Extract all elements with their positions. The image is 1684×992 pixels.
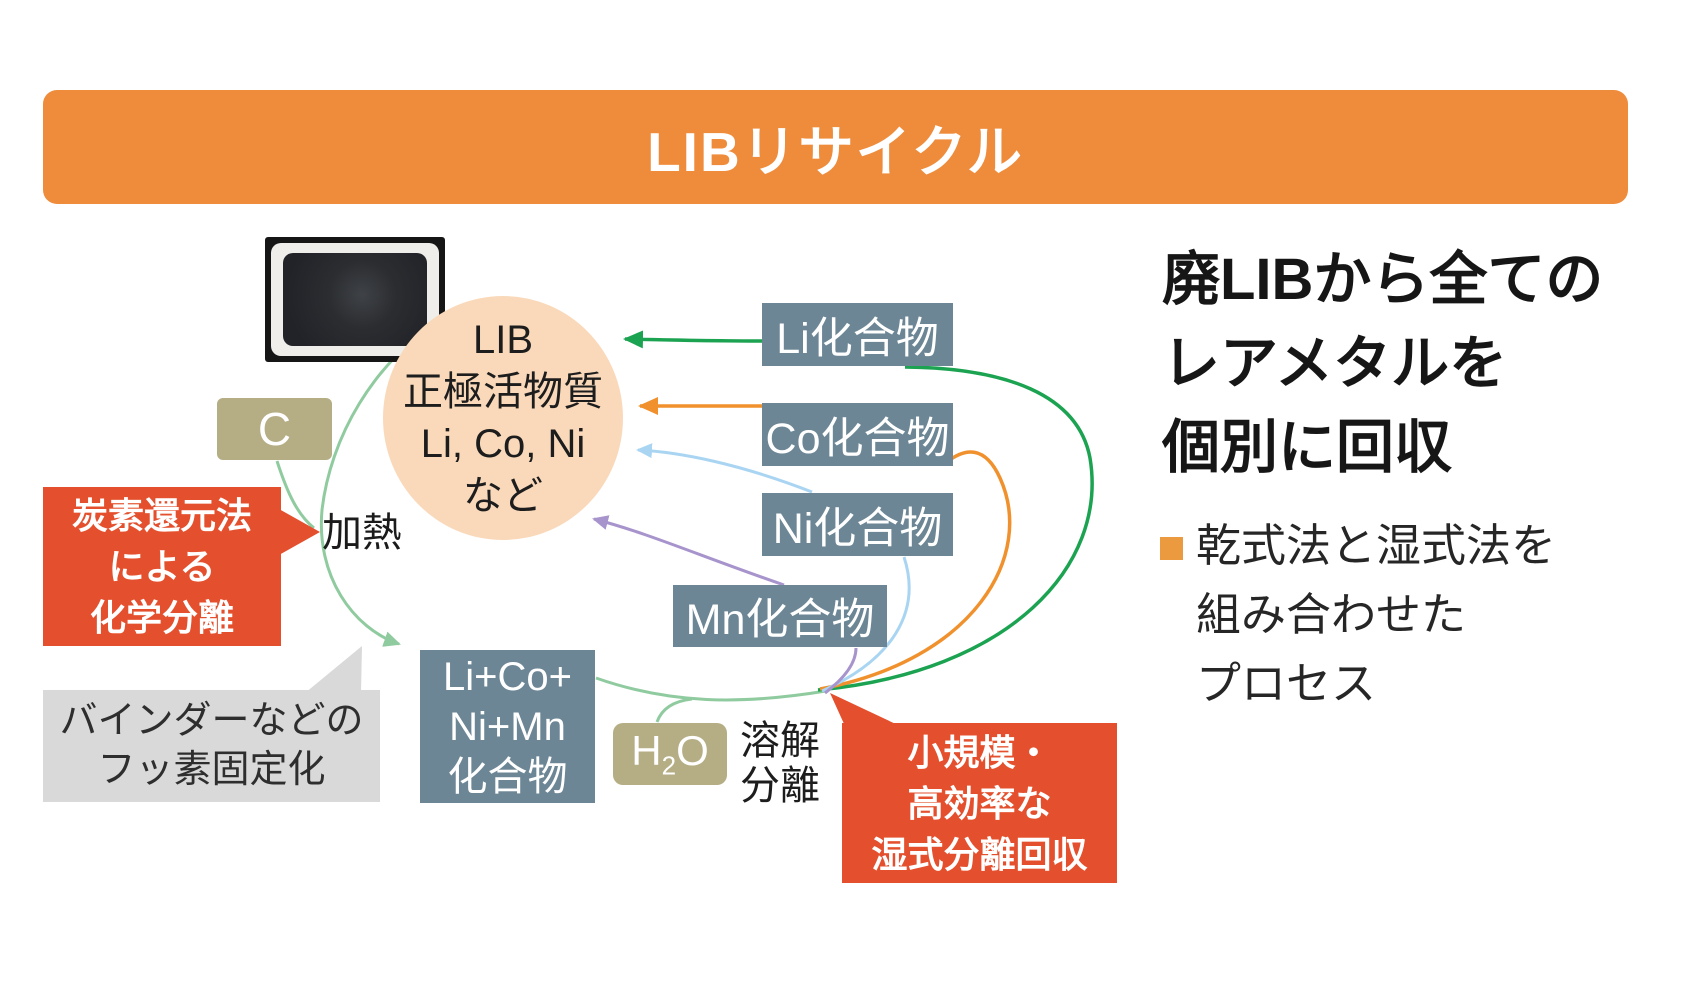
mixed-compound-line-2: Ni+Mn	[449, 704, 566, 749]
binder-fluorine-callout: バインダーなどの フッ素固定化	[43, 690, 380, 802]
carbon-reduction-line-2: による	[108, 546, 216, 587]
compound-box-mn: Mn化合物	[673, 585, 887, 647]
compound-box-ni-label: Ni化合物	[772, 504, 943, 553]
recovery-arc-mn	[824, 647, 858, 695]
carbon-reduction-line-1: 炭素還元法	[71, 495, 252, 536]
heating-label: 加熱	[322, 511, 402, 555]
dissolution-label: 溶解 分離	[740, 719, 820, 809]
wet-separation-line-2: 高効率な	[907, 782, 1052, 824]
recovery-arc-li	[817, 365, 1094, 692]
main-heading-line-2: レアメタルを	[1162, 331, 1508, 396]
cathode-material-circle: LIB 正極活物質 Li, Co, Ni など	[383, 296, 623, 540]
mixed-compound-line-1: Li+Co+	[443, 654, 572, 699]
mixed-compound-box: Li+Co+ Ni+Mn 化合物	[420, 650, 595, 803]
binder-callout-pointer	[305, 646, 362, 693]
main-heading-line-1: 廃LIBから全ての	[1162, 247, 1604, 312]
recovery-arc-co	[819, 450, 1012, 691]
water-formula: H2O	[631, 726, 709, 781]
wet-separation-callout-pointer	[830, 693, 900, 726]
photo-tray	[271, 243, 439, 356]
bullet-text: 乾式法と湿式法を 組み合わせた プロセス	[1196, 511, 1646, 718]
bullet-line-1: 乾式法と湿式法を	[1196, 520, 1557, 571]
bullet-line-2: 組み合わせた	[1196, 589, 1467, 640]
main-heading-line-3: 個別に回収	[1162, 415, 1453, 480]
photo-powder	[283, 253, 427, 346]
carbon-box: C	[217, 398, 332, 460]
process-arc-to-junction	[595, 676, 827, 702]
carbon-box-label: C	[257, 403, 292, 455]
slide-title: LIBリサイクル	[647, 121, 1024, 183]
recovery-arc-ni	[821, 556, 911, 693]
carbon-reduction-line-3: 化学分離	[89, 597, 234, 638]
wet-separation-line-1: 小規模・	[907, 731, 1052, 773]
wet-separation-line-3: 湿式分離回収	[871, 833, 1088, 875]
carbon-reduction-callout: 炭素還元法 による 化学分離	[43, 487, 281, 646]
dissolution-line-1: 溶解	[740, 719, 820, 763]
circle-line-4: など	[463, 474, 543, 518]
return-arrow-ni	[636, 443, 813, 494]
circle-line-1: LIB	[472, 318, 534, 362]
compound-box-co: Co化合物	[762, 403, 953, 466]
process-arc-heating	[319, 314, 449, 647]
compound-box-co-label: Co化合物	[765, 414, 950, 463]
binder-callout-line-2: フッ素固定化	[97, 749, 326, 791]
main-heading: 廃LIBから全ての レアメタルを 個別に回収	[1162, 238, 1652, 490]
compound-box-li-label: Li化合物	[776, 314, 939, 363]
wet-separation-callout: 小規模・ 高効率な 湿式分離回収	[842, 723, 1117, 883]
mixed-compound-line-3: 化合物	[447, 754, 568, 799]
process-arc-water-branch	[655, 697, 693, 723]
dissolution-line-2: 分離	[740, 764, 820, 808]
bullet-square-icon	[1160, 537, 1183, 560]
return-arrow-mn	[592, 515, 785, 587]
circle-line-2: 正極活物質	[403, 370, 603, 414]
compound-box-li: Li化合物	[762, 303, 953, 366]
circle-line-3: Li, Co, Ni	[420, 422, 586, 466]
return-arrow-li	[623, 330, 763, 349]
title-banner: LIBリサイクル	[43, 90, 1628, 204]
compound-box-mn-label: Mn化合物	[685, 596, 875, 644]
binder-callout-line-1: バインダーなどの	[59, 700, 364, 742]
water-box: H2O	[613, 723, 727, 785]
bullet-line-3: プロセス	[1196, 658, 1377, 709]
carbon-reduction-callout-pointer	[279, 509, 320, 555]
compound-box-ni: Ni化合物	[762, 493, 953, 556]
